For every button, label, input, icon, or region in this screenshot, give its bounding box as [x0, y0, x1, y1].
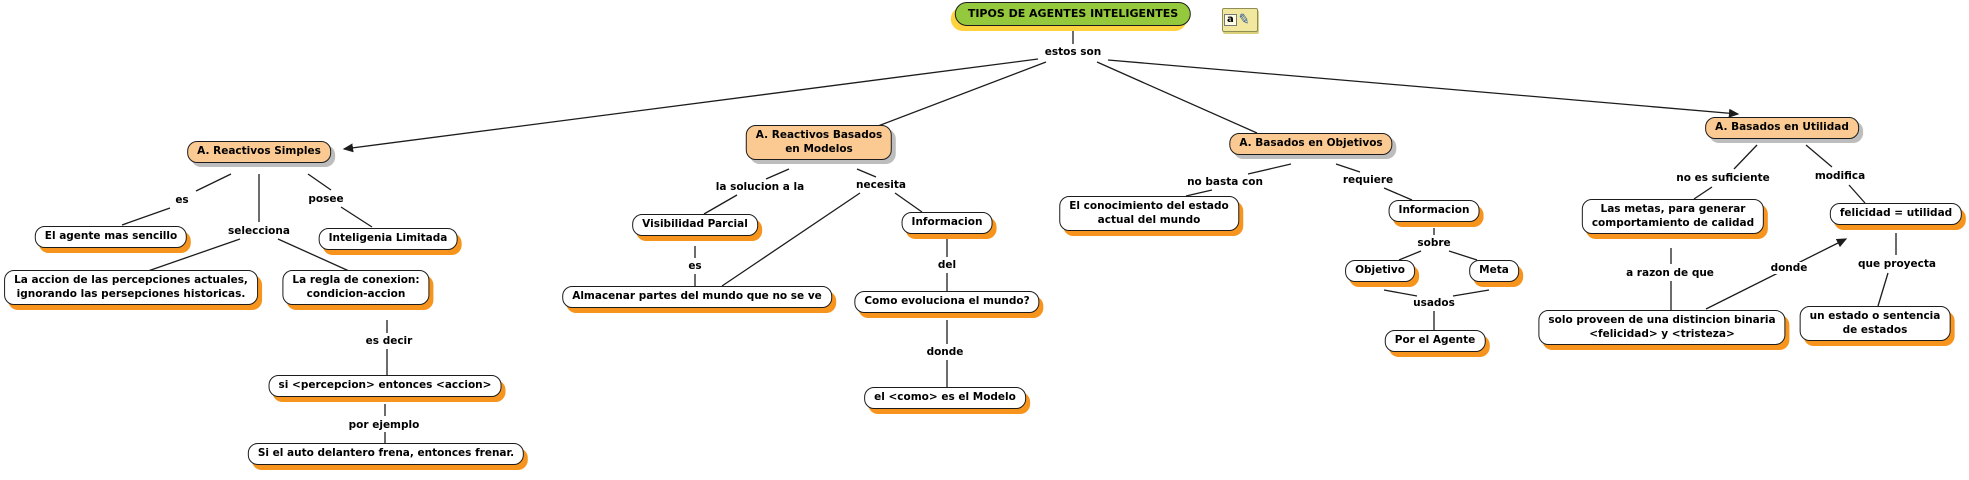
linking-phrase-selecciona[interactable]: selecciona [225, 225, 293, 237]
concept-solo-proveen[interactable]: solo proveen de una distincion binaria <… [1538, 310, 1786, 346]
linking-phrase-estos-son[interactable]: estos son [1041, 46, 1105, 58]
concept-felicidad-utilidad[interactable]: felicidad = utilidad [1829, 203, 1963, 225]
linking-phrase-es-1[interactable]: es [172, 194, 192, 206]
annotation-letter: a [1224, 14, 1237, 26]
edge-line [1805, 144, 1833, 168]
edge-line [765, 168, 790, 180]
linking-phrase-sobre[interactable]: sobre [1414, 237, 1454, 249]
linking-phrase-a-razon-de-que[interactable]: a razon de que [1623, 267, 1717, 279]
concept-basados-objetivos[interactable]: A. Basados en Objetivos [1229, 133, 1393, 155]
concept-reactivos-simples[interactable]: A. Reactivos Simples [187, 141, 331, 163]
edge-line [721, 192, 861, 287]
annotation-icon[interactable]: a ✎ [1222, 8, 1258, 32]
linking-phrase-donde-2[interactable]: donde [1767, 262, 1811, 274]
linking-phrase-la-solucion[interactable]: la solucion a la [712, 181, 808, 193]
linking-phrase-no-es-suficiente[interactable]: no es suficiente [1673, 172, 1773, 184]
concept-reactivos-modelos[interactable]: A. Reactivos Basados en Modelos [745, 125, 893, 161]
concept-por-el-agente[interactable]: Por el Agente [1384, 330, 1486, 352]
linking-phrase-donde-1[interactable]: donde [923, 346, 967, 358]
edge-line [195, 173, 232, 192]
edge-line [1705, 238, 1848, 310]
edge-line [703, 194, 738, 215]
edge-line [1877, 272, 1889, 307]
concept-informacion-objetivos[interactable]: Informacion [1388, 200, 1480, 222]
linking-phrase-posee[interactable]: posee [305, 193, 347, 205]
concept-accion-percepciones[interactable]: La accion de las percepciones actuales, … [4, 270, 258, 306]
concept-visibilidad-parcial[interactable]: Visibilidad Parcial [632, 214, 758, 236]
concept-si-percepcion[interactable]: si <percepcion> entonces <accion> [268, 375, 502, 397]
concept-las-metas[interactable]: Las metas, para generar comportamiento d… [1581, 199, 1765, 235]
edge-line [147, 238, 241, 272]
edge-line [277, 238, 350, 272]
edge-line [1335, 163, 1361, 173]
concept-informacion-modelos[interactable]: Informacion [901, 212, 993, 234]
concept-basados-utilidad[interactable]: A. Basados en Utilidad [1705, 117, 1859, 139]
linking-phrase-por-ejemplo[interactable]: por ejemplo [345, 419, 423, 431]
edge-line [877, 61, 1047, 127]
concept-meta[interactable]: Meta [1469, 260, 1519, 282]
linking-phrase-necesita[interactable]: necesita [853, 179, 909, 191]
concept-el-como-modelo[interactable]: el <como> es el Modelo [864, 387, 1026, 409]
edge-line [856, 168, 877, 178]
concept-un-estado[interactable]: un estado o sentencia de estados [1799, 306, 1951, 342]
concept-objetivo[interactable]: Objetivo [1345, 260, 1415, 282]
edge-line [1383, 187, 1413, 201]
linking-phrase-no-basta-con[interactable]: no basta con [1184, 176, 1266, 188]
concept-conocimiento-estado[interactable]: El conocimiento del estado actual del mu… [1059, 196, 1239, 232]
concept-auto-delantero[interactable]: Si el auto delantero frena, entonces fre… [247, 443, 525, 465]
concept-agente-sencillo[interactable]: El agente mas sencillo [34, 226, 188, 248]
edge-line [121, 207, 171, 226]
edge-line [1383, 289, 1418, 297]
concept-almacenar-partes[interactable]: Almacenar partes del mundo que no se ve [562, 286, 832, 308]
linking-phrase-que-proyecta[interactable]: que proyecta [1855, 258, 1939, 270]
linking-phrase-es-2[interactable]: es [685, 260, 705, 272]
edge-line [894, 192, 923, 213]
edge-line [1733, 144, 1758, 170]
edge-line [1452, 289, 1490, 297]
concept-inteligencia-limitada[interactable]: Inteligenia Limitada [318, 228, 458, 250]
edge-line [1247, 163, 1292, 175]
linking-phrase-del[interactable]: del [934, 259, 960, 271]
edge-line [1848, 184, 1866, 204]
edge-line [1096, 61, 1258, 134]
linking-phrase-es-decir[interactable]: es decir [362, 335, 416, 347]
linking-phrase-modifica[interactable]: modifica [1811, 170, 1869, 182]
edge-line [1185, 189, 1213, 197]
edge-line [340, 206, 373, 228]
pen-icon: ✎ [1236, 11, 1251, 29]
edge-line [1693, 186, 1713, 200]
edge-line [1107, 59, 1740, 118]
concept-title[interactable]: TIPOS DE AGENTES INTELIGENTES [954, 2, 1192, 27]
edge-line [307, 173, 332, 191]
edge-line [342, 58, 1039, 153]
edge-line [1448, 250, 1478, 261]
edge-line [1398, 250, 1422, 261]
concept-regla-conexion[interactable]: La regla de conexion: condicion-accion [282, 270, 430, 306]
linking-phrase-requiere[interactable]: requiere [1339, 174, 1397, 186]
linking-phrase-usados[interactable]: usados [1410, 297, 1458, 309]
concept-como-evoluciona[interactable]: Como evoluciona el mundo? [854, 291, 1040, 313]
